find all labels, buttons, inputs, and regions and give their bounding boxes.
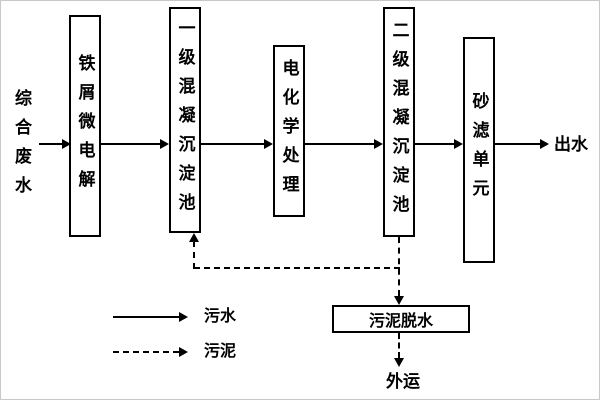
dashed-line-horizontal: [194, 267, 400, 269]
legend-solid-line: [113, 316, 179, 318]
arrowhead-right-icon: [540, 139, 549, 149]
arrowhead-right-icon: [179, 312, 188, 322]
legend-solid-label: 污水: [204, 308, 237, 325]
arrowhead-down-icon: [394, 358, 404, 367]
sludge-dewatering-label: 污泥脱水: [368, 313, 433, 330]
process-box-label: 电化学处理: [279, 58, 299, 204]
process-box-label: 一级混凝沉淀池: [175, 18, 195, 222]
arrowhead-right-icon: [454, 139, 463, 149]
arrow-line: [415, 143, 454, 145]
legend-dashed-line: [113, 351, 179, 353]
arrowhead-right-icon: [160, 139, 169, 149]
arrowhead-right-icon: [264, 139, 273, 149]
arrow-line: [305, 143, 374, 145]
legend-dashed-label: 污泥: [204, 343, 237, 360]
arrow-line: [495, 143, 540, 145]
arrowhead-up-icon: [189, 233, 199, 242]
arrowhead-right-icon: [179, 347, 188, 357]
input-stream-label: 综合废水: [12, 89, 31, 205]
process-box-electrochemical-treatment: 电化学处理: [273, 45, 305, 217]
arrowhead-right-icon: [62, 139, 71, 149]
sludge-dewatering-box: 污泥脱水: [332, 305, 470, 333]
dashed-line-vertical: [398, 237, 400, 296]
output-stream-label: 出水: [554, 135, 588, 154]
process-box-sand-filter-unit: 砂滤单元: [463, 37, 495, 263]
dashed-line-vertical: [193, 241, 195, 269]
process-box-label: 砂滤单元: [469, 92, 489, 208]
dashed-line-vertical: [398, 333, 400, 358]
process-box-label: 铁屑微电解: [75, 53, 95, 199]
transport-out-label: 外运: [386, 372, 420, 391]
process-box-iron-microelectrolysis: 铁屑微电解: [69, 15, 101, 237]
arrowhead-down-icon: [394, 296, 404, 305]
process-box-primary-coagulation-sedimentation: 一级混凝沉淀池: [169, 7, 201, 233]
process-box-secondary-coagulation-sedimentation: 二级混凝沉淀池: [383, 7, 415, 237]
arrow-line: [101, 143, 160, 145]
arrow-line: [39, 143, 62, 145]
arrowhead-right-icon: [374, 139, 383, 149]
process-box-label: 二级混凝沉淀池: [389, 20, 409, 224]
arrow-line: [201, 143, 264, 145]
